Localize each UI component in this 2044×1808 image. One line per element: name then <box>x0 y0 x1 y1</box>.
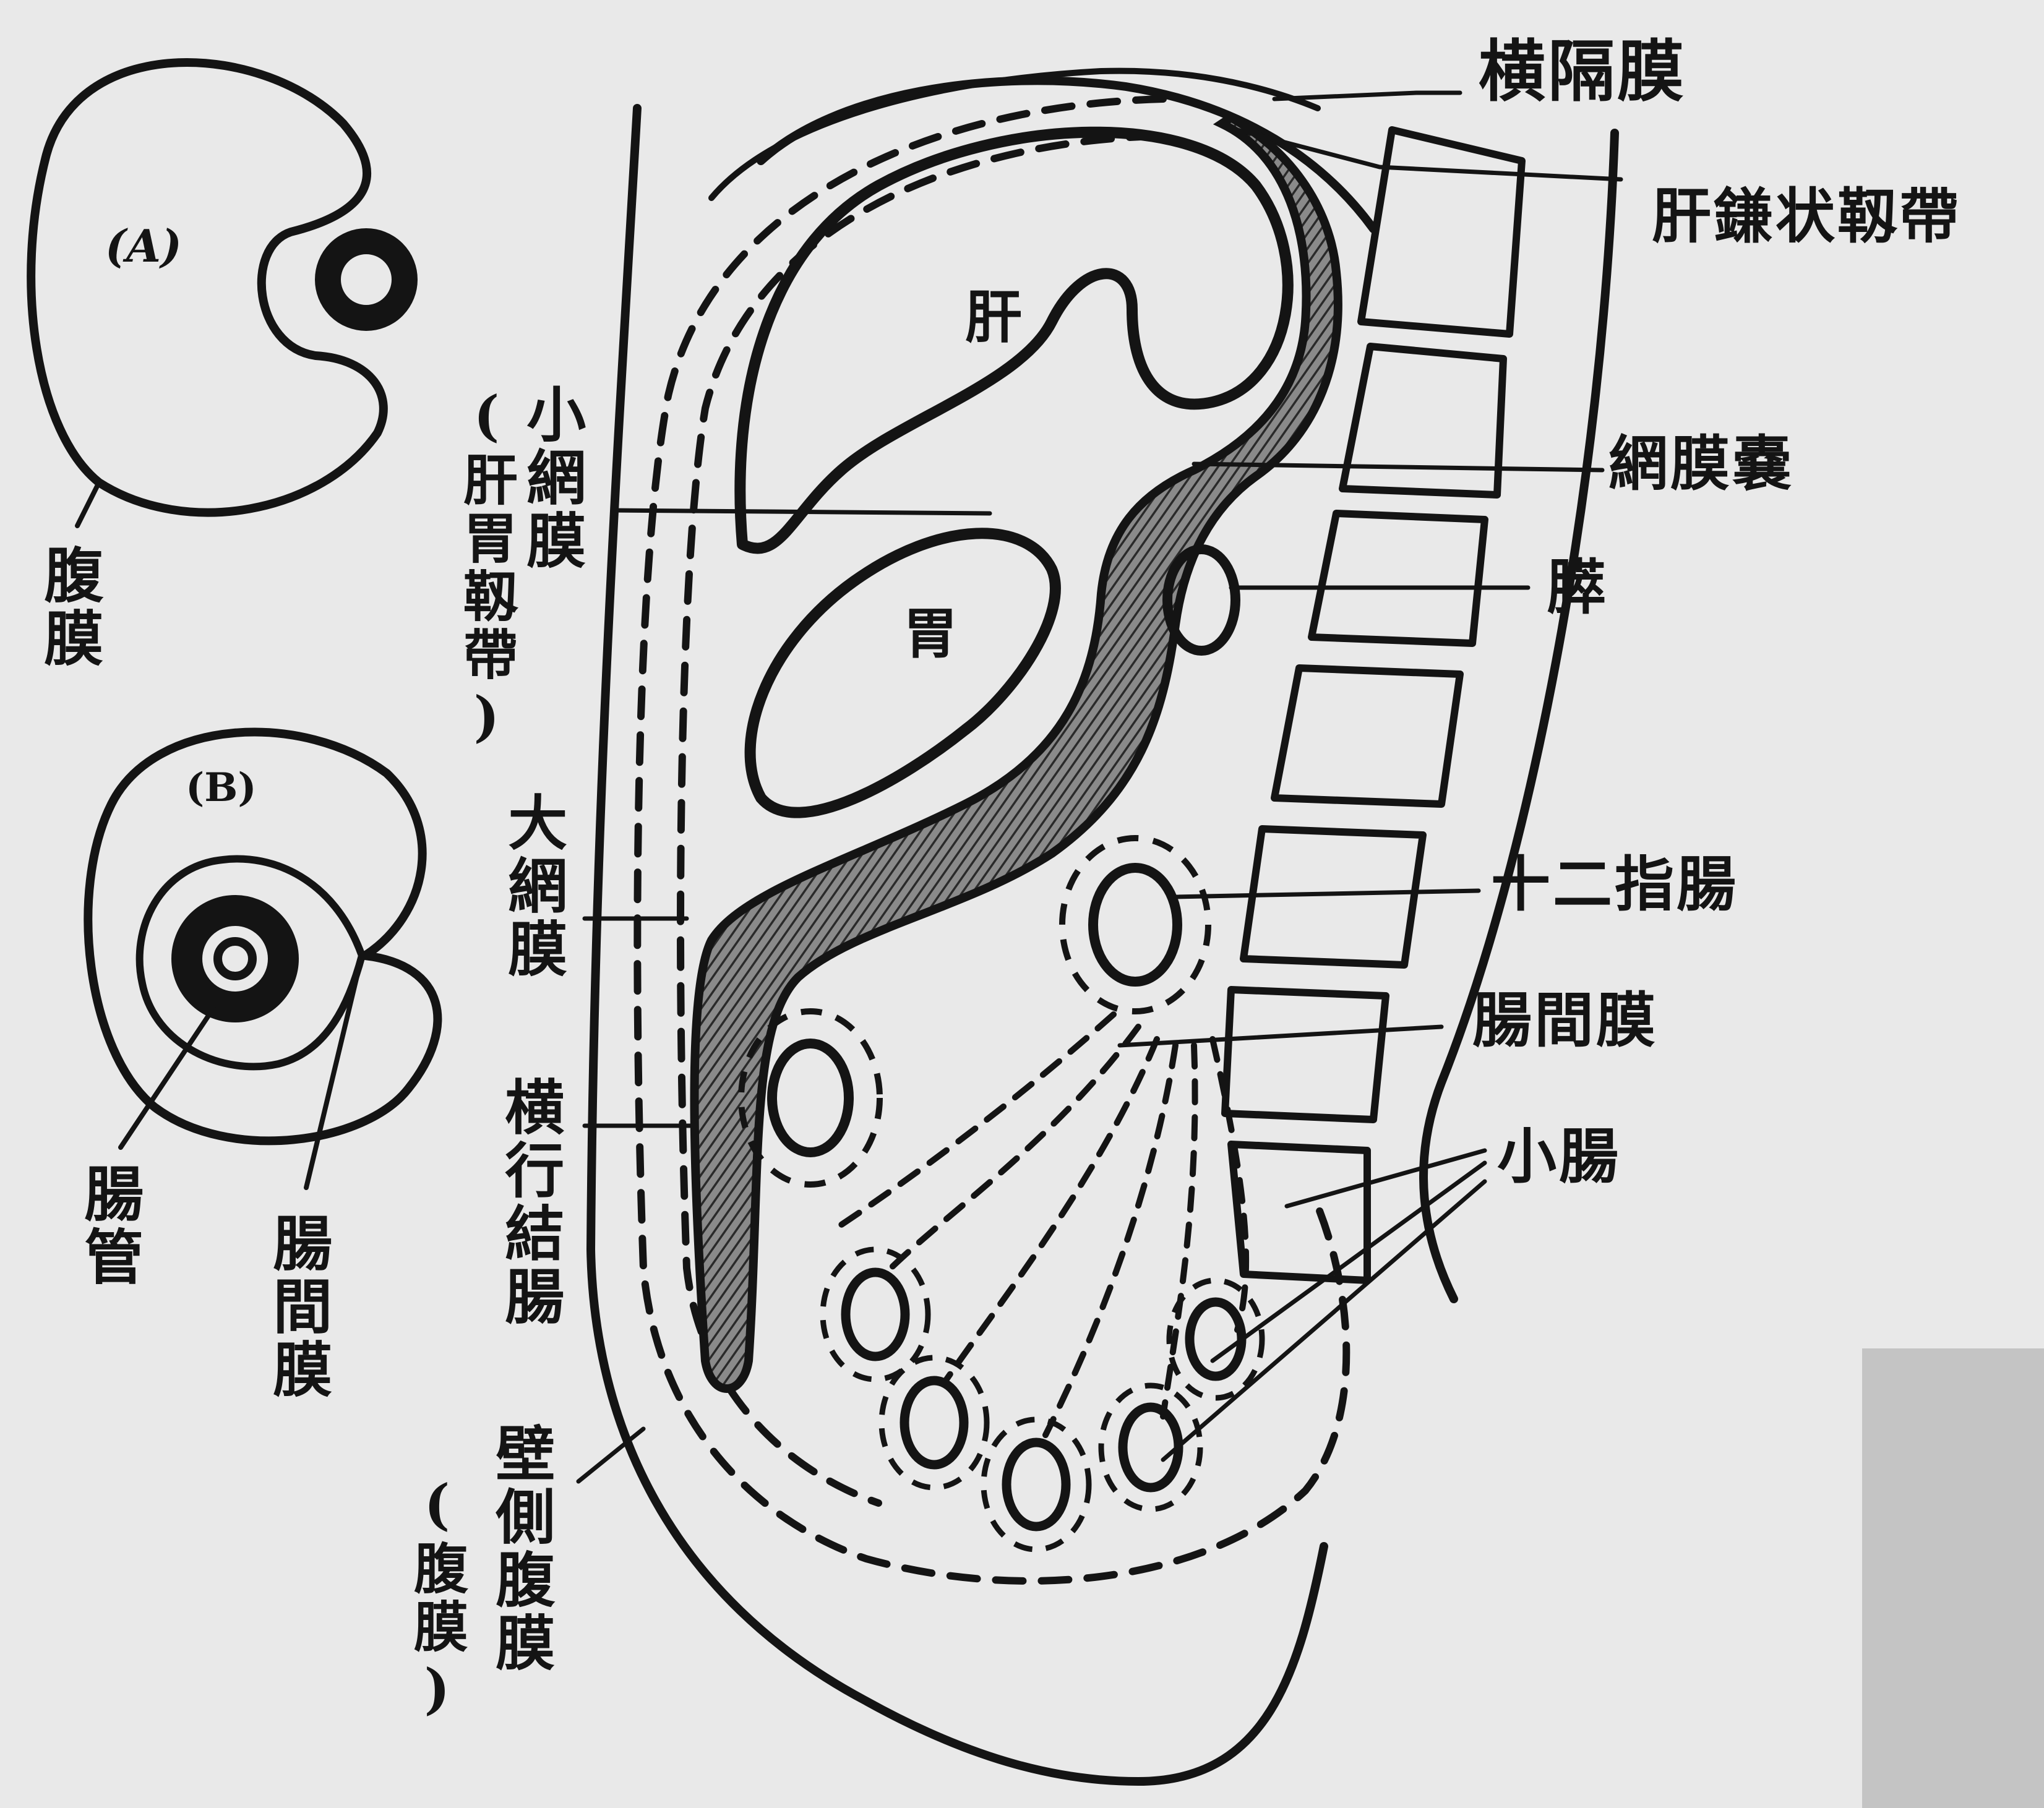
panel-b-marker: (B) <box>186 767 257 808</box>
small-intestine-loops <box>823 1249 1262 1549</box>
small-intestine-label: 小腸 <box>1497 1126 1621 1188</box>
liver-label: 肝 <box>965 284 1022 351</box>
greater-omentum-label: 大網膜 <box>501 792 564 981</box>
panel-a-marker: (A) <box>105 223 182 270</box>
main-section: 肝 胃 <box>578 71 1621 1781</box>
panel-a <box>31 62 405 526</box>
transverse-colon-label: 横行結腸 <box>498 1076 560 1329</box>
scan-shadow <box>1862 1348 2044 1808</box>
parietal-peritoneum-note: (腹膜) <box>408 1472 465 1724</box>
diaphragm-label: 横隔膜 <box>1479 37 1686 107</box>
panel-b-mesentery-label: 腸間膜 <box>266 1212 328 1402</box>
panel-b-gut-ring <box>187 910 283 1007</box>
panel-b <box>88 732 437 1188</box>
duodenum-label: 十二指腸 <box>1491 854 1738 916</box>
transverse-colon-organ <box>772 1043 849 1152</box>
parietal-peritoneum-label: 壁側腹膜 <box>489 1423 551 1675</box>
lesser-omentum-note: (肝胃靱帶) <box>458 383 515 752</box>
panel-b-intestinal-tube-label: 腸管 <box>77 1163 140 1289</box>
anterior-body-wall <box>591 108 1324 1781</box>
vertebral-column <box>1225 130 1522 1280</box>
stomach-label: 胃 <box>903 601 958 666</box>
panel-a-peritoneum-leader <box>77 482 99 526</box>
falciform-ligament-label: 肝鎌状靱帶 <box>1652 186 1961 248</box>
panel-a-peritoneum-label: 腹膜 <box>37 544 100 671</box>
omental-bursa-label: 網膜嚢 <box>1608 433 1794 495</box>
pancreas-label: 膵 <box>1547 557 1608 619</box>
panel-b-mesentery-leader <box>306 956 362 1188</box>
duodenum-organ <box>1093 868 1177 982</box>
panel-a-gut-ring <box>328 241 405 318</box>
mesentery-label: 腸間膜 <box>1472 990 1658 1052</box>
stomach-outline <box>750 533 1055 812</box>
lesser-omentum-label: 小網膜 <box>520 383 582 573</box>
panel-b-gut-lumen <box>218 941 252 976</box>
